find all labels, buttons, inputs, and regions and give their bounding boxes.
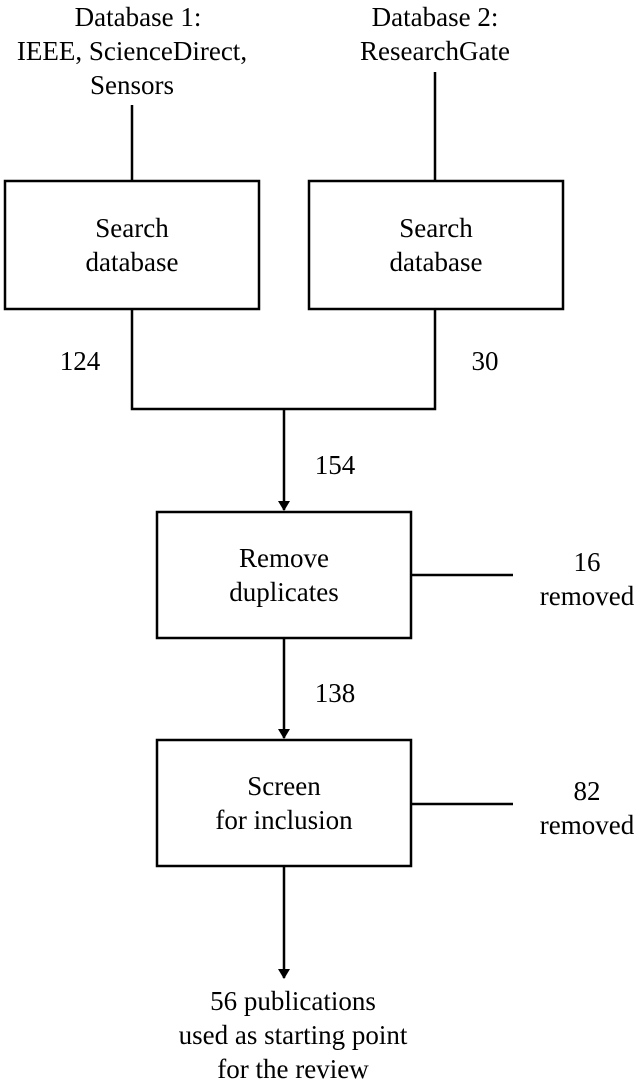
search-database-1-label: Search database [5,181,259,309]
count-after-dedupe: 138 [314,678,356,708]
database-1-label-line-2: IEEE, ScienceDirect, [16,36,248,66]
screen-removed-word: removed [539,810,635,840]
merge-connector [130,309,437,411]
search-database-2-line-2: database [389,247,483,277]
screen-for-inclusion-label: Screen for inclusion [157,740,411,866]
result-line-3: for the review [217,1054,369,1084]
result-line-2: used as starting point [178,1020,408,1050]
screen-removed-count: 82 [573,776,601,806]
remove-duplicates-label: Remove duplicates [157,512,411,638]
database-1-label-line-3: Sensors [89,70,175,100]
search-database-1-line-1: Search [95,213,169,243]
database-1-label-line-1: Database 1: [74,2,202,32]
screen-line-2: for inclusion [215,805,353,835]
search-database-1-line-2: database [85,247,179,277]
screen-line-1: Screen [247,771,321,801]
database-2-label-line-1: Database 2: [371,2,499,32]
dedupe-removed-count: 16 [573,547,601,577]
count-combined: 154 [314,450,356,480]
result-line-1: 56 publications [210,986,376,1016]
search-database-2-line-1: Search [399,213,473,243]
remove-duplicates-line-1: Remove [239,543,329,573]
database-2-label-line-2: ResearchGate [360,36,510,66]
count-db2-results: 30 [471,346,499,376]
dedupe-removed-word: removed [539,581,635,611]
count-db1-results: 124 [59,346,101,376]
remove-duplicates-line-2: duplicates [229,577,339,607]
search-database-2-label: Search database [309,181,563,309]
